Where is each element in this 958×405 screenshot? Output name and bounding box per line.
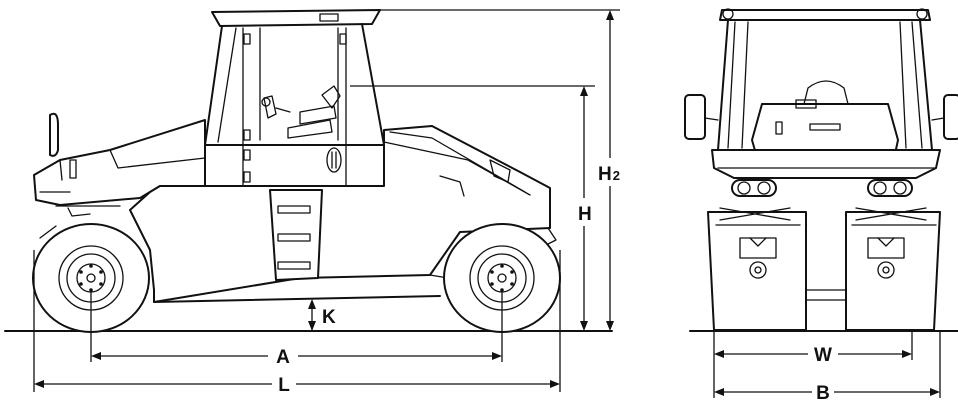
side-dimensions: A L K H xyxy=(33,9,620,396)
operator-seat xyxy=(261,85,341,139)
front-cab xyxy=(717,19,933,151)
dimension-B: B xyxy=(714,383,940,404)
front-view xyxy=(684,8,958,331)
dimension-H: H xyxy=(578,86,592,331)
front-tires xyxy=(707,207,941,331)
dimension-H2: H2 xyxy=(598,10,620,331)
front-dimensions: W B xyxy=(713,332,941,404)
front-cab-roof xyxy=(719,9,931,21)
dimension-L: L xyxy=(34,375,560,396)
label-B: B xyxy=(816,383,830,404)
front-lights xyxy=(731,179,913,197)
dimension-W: W xyxy=(714,345,912,366)
machine-body xyxy=(33,112,557,303)
front-mirrors xyxy=(684,94,958,140)
label-H2: H2 xyxy=(598,164,620,185)
access-ladder xyxy=(269,189,323,281)
label-L: L xyxy=(278,375,290,396)
label-K: K xyxy=(322,307,336,328)
cab-frame xyxy=(204,23,385,187)
label-H: H xyxy=(578,204,592,225)
dimension-K: K xyxy=(308,299,336,331)
front-hood xyxy=(711,80,941,179)
side-view xyxy=(32,9,561,333)
label-A: A xyxy=(276,347,290,368)
cab-roof xyxy=(211,9,381,27)
label-W: W xyxy=(814,345,832,366)
dimension-A: A xyxy=(91,347,502,368)
